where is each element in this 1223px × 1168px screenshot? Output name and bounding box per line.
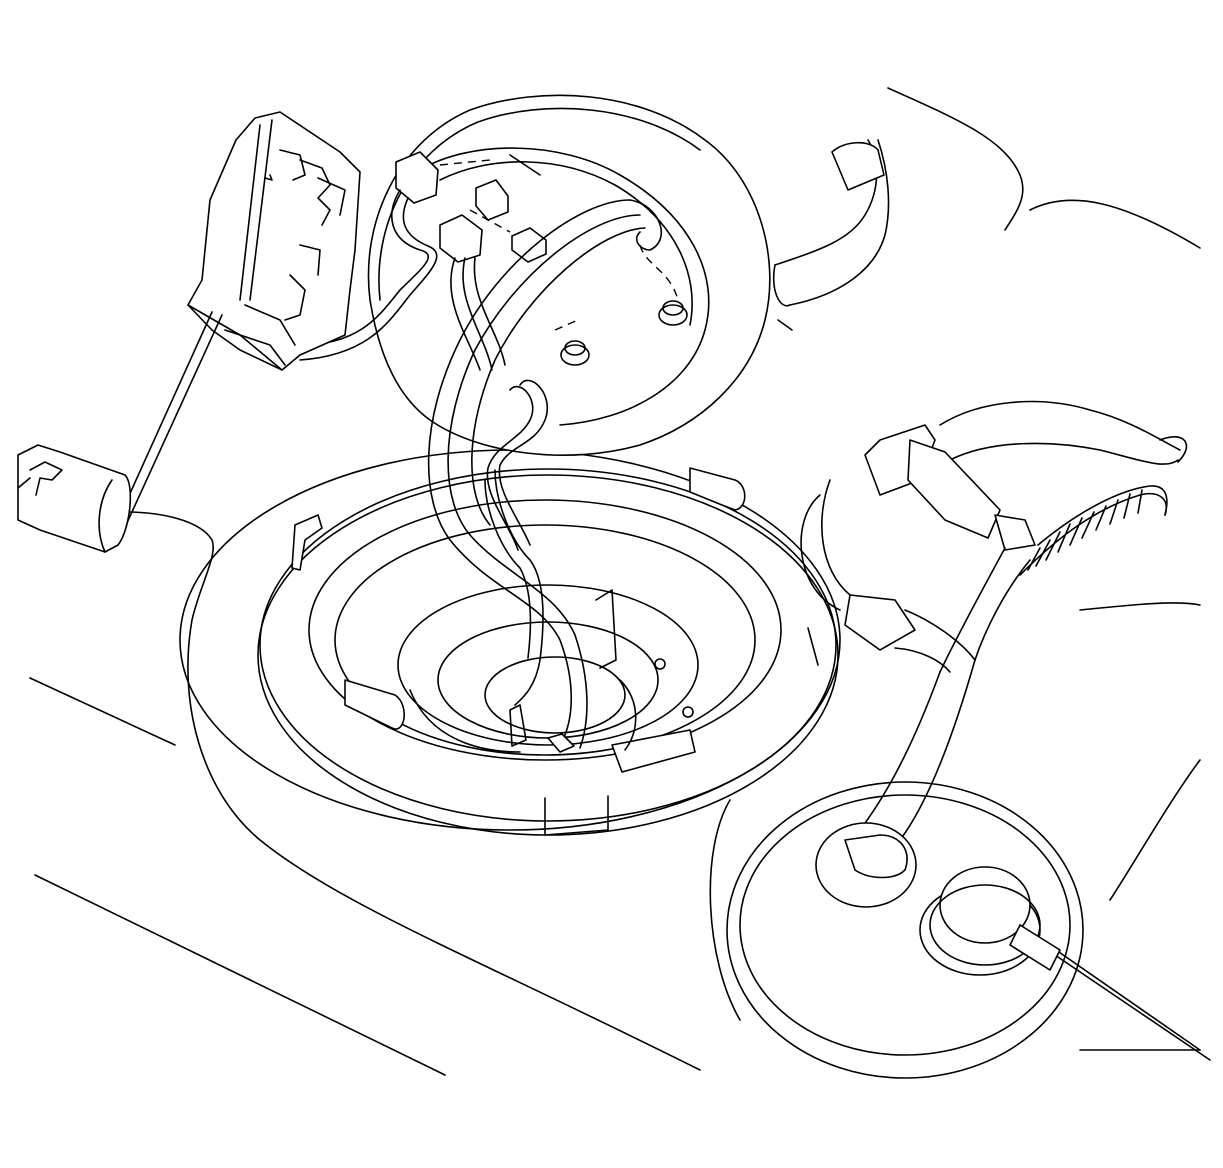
fuel-tank-body <box>29 87 1201 1076</box>
float-arm <box>17 311 223 553</box>
fuel-level-sensor <box>187 111 361 371</box>
corrugated-tube <box>1019 485 1168 576</box>
tank-fitting <box>726 781 1211 1079</box>
fuel-sender-module <box>367 94 771 456</box>
fuel-tank-opening <box>179 449 841 836</box>
wiring-harness <box>299 189 662 753</box>
fuel-lines <box>772 139 1188 841</box>
